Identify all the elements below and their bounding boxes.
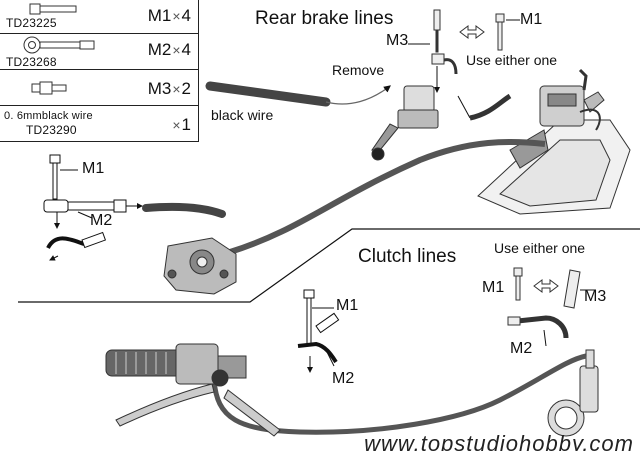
lever-label-m1: M1	[336, 297, 359, 314]
part-qty: M2×4	[147, 40, 191, 59]
remove-label: Remove	[332, 62, 385, 78]
part-qty: M1×4	[147, 6, 191, 25]
clutch-either-label: Use either one	[494, 240, 586, 256]
parts-table: TD23225 M1×4 TD23268 M2×4 M3×2 0. 6mmbla…	[0, 0, 199, 142]
caliper-fitting-callout	[43, 154, 143, 261]
clutch-label-m1: M1	[482, 279, 505, 296]
parts-row-wire: 0. 6mmblack wire TD23290 ×1	[0, 106, 199, 142]
black-wire-label: black wire	[211, 107, 274, 123]
rear-fitting-options	[408, 9, 520, 119]
clutch-label-m2: M2	[510, 340, 533, 357]
clutch-label-m3: M3	[584, 288, 607, 305]
part-qty: ×1	[172, 115, 191, 134]
straight-adapter-icon	[31, 81, 67, 95]
rear-master-cylinder	[371, 85, 439, 161]
part-code: TD23268	[6, 55, 57, 69]
brake-caliper	[163, 237, 237, 295]
part-code: TD23225	[6, 16, 57, 30]
rear-brake-hose	[229, 138, 546, 255]
rear-brake-title: Rear brake lines	[255, 8, 394, 29]
parts-row-m2: TD23268 M2×4	[0, 34, 199, 70]
parts-row-m1: TD23225 M1×4	[0, 0, 199, 34]
caliper-label-m1: M1	[82, 160, 105, 177]
lever-label-m2: M2	[332, 370, 355, 387]
clutch-slave-cylinder	[547, 349, 599, 437]
banjo-fitting-icon	[23, 36, 95, 54]
part-qty: M3×2	[147, 79, 191, 98]
clutch-fitting-options	[507, 267, 596, 347]
caliper-short-hose	[142, 202, 226, 218]
clutch-title: Clutch lines	[358, 246, 457, 267]
caliper-label-m2: M2	[90, 212, 113, 229]
section-divider	[18, 228, 640, 303]
clutch-line-hose	[211, 353, 587, 435]
parts-row-m3: M3×2	[0, 70, 199, 106]
website-url: www.topstudiohobby.com	[364, 431, 634, 451]
black-wire	[205, 81, 391, 107]
lever-fitting-callout	[297, 289, 340, 373]
banjo-bolt-icon	[29, 3, 77, 15]
part-code: 0. 6mmblack wire	[4, 110, 93, 122]
clutch-master-cylinder	[105, 343, 281, 437]
rear-label-m3: M3	[386, 32, 409, 49]
rear-brake-bracket	[477, 68, 631, 215]
part-code: TD23290	[26, 123, 77, 137]
rear-label-m1: M1	[520, 11, 543, 28]
rear-either-label: Use either one	[466, 52, 558, 68]
